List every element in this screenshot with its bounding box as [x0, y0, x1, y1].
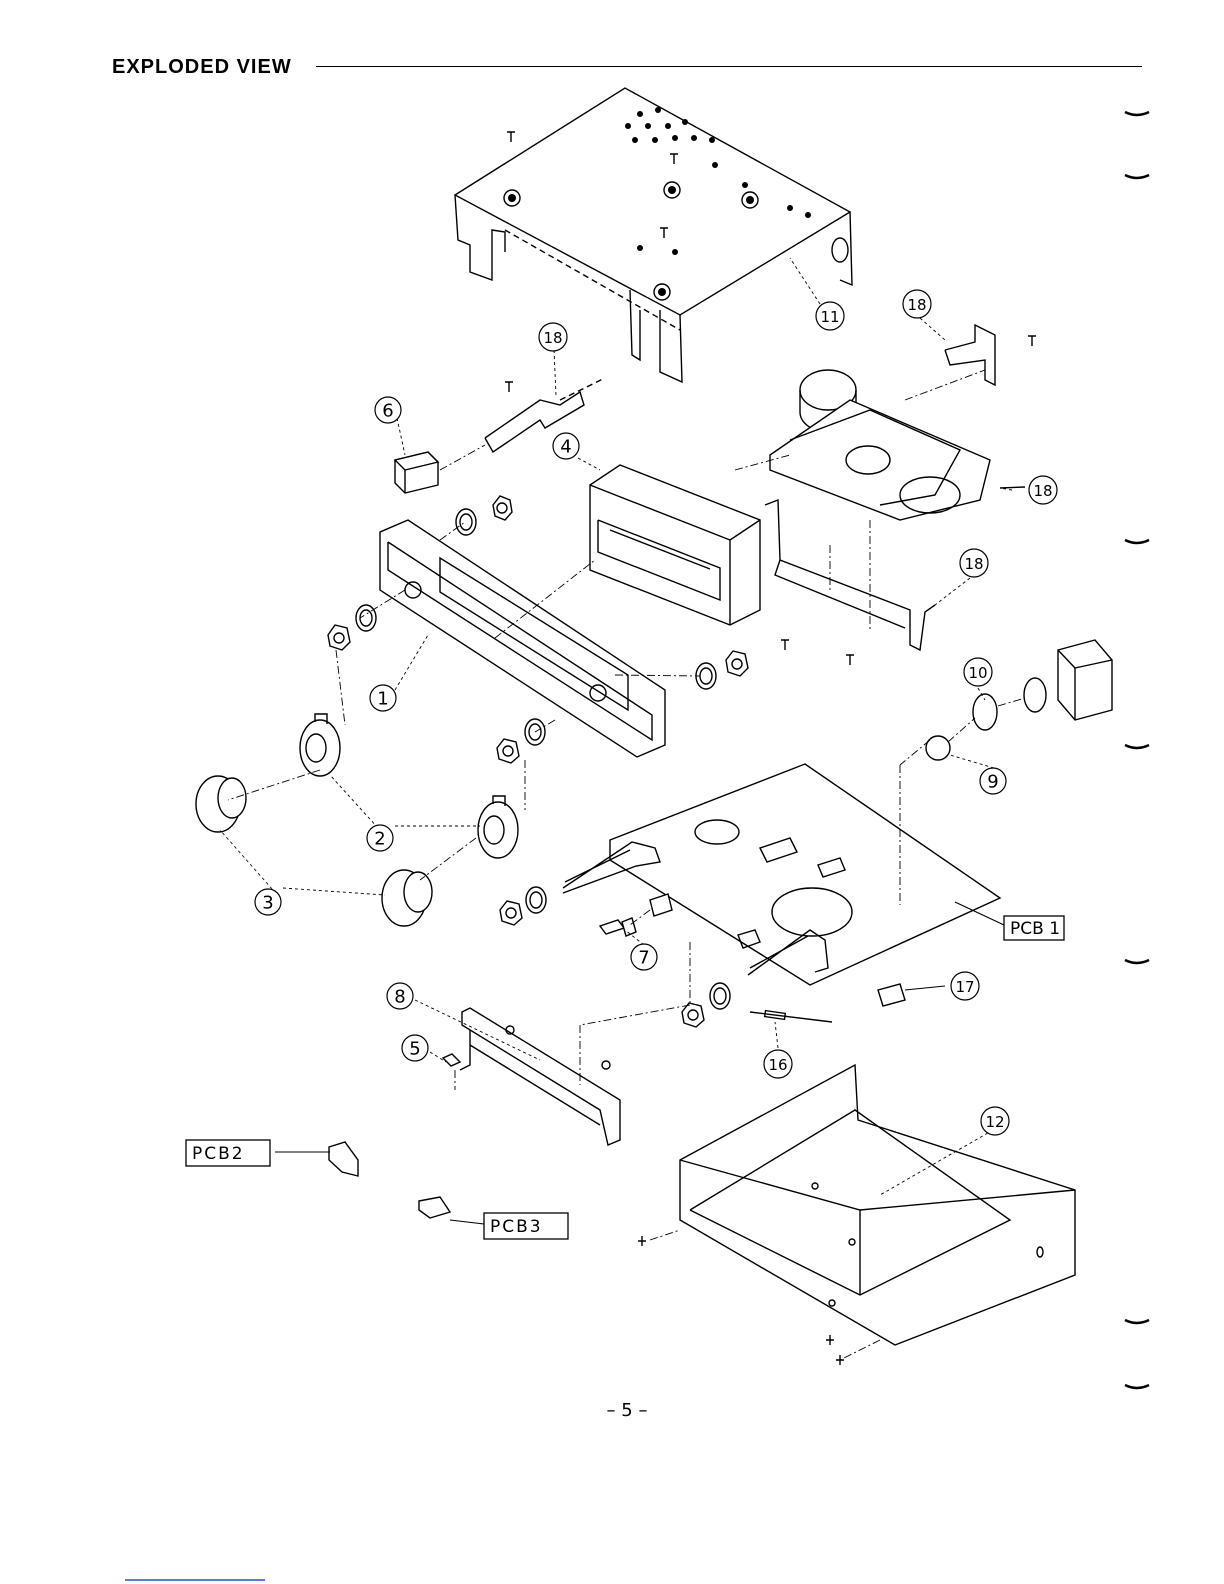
callout-5: 5 — [409, 1039, 420, 1060]
callout-8: 8 — [394, 987, 405, 1008]
callout-18-top: 18 — [543, 329, 562, 347]
callout-6: 6 — [382, 401, 393, 422]
callout-18-right-bracket: 18 — [907, 296, 926, 314]
pcb-1-label: PCB 1 — [1010, 919, 1060, 939]
cassette-mechanism — [765, 370, 1025, 650]
bracket-18-left — [485, 378, 605, 452]
callout-12: 12 — [985, 1113, 1004, 1131]
callout-11: 11 — [820, 308, 839, 326]
mechanism-screws — [781, 640, 854, 665]
pcb-1-board — [563, 764, 1000, 985]
callout-16: 16 — [768, 1056, 787, 1074]
callout-7: 7 — [638, 948, 649, 969]
callout-18-lower: 18 — [964, 555, 983, 573]
bracket-18-right — [945, 325, 1036, 385]
bracket-8-clip-5 — [443, 1008, 620, 1145]
callout-3: 3 — [262, 893, 273, 914]
bottom-tray-12 — [638, 1065, 1075, 1365]
page-number: – 5 – — [592, 1400, 662, 1421]
callout-9: 9 — [987, 772, 998, 793]
callout-17: 17 — [955, 978, 974, 996]
callout-10: 10 — [968, 664, 987, 682]
callout-4: 4 — [560, 437, 571, 458]
pcb-3-label: PCB3 — [490, 1217, 543, 1237]
pcb-2-label: PCB2 — [192, 1144, 245, 1164]
callout-2: 2 — [374, 829, 385, 850]
knobs-3 — [196, 776, 432, 926]
edge-marks — [1125, 112, 1149, 1388]
callout-1: 1 — [377, 689, 388, 710]
display-window-4 — [590, 465, 760, 625]
callout-18-mechanism: 18 — [1033, 482, 1052, 500]
pcb-2-3-boards — [329, 1142, 450, 1218]
knob-holders-2 — [300, 714, 518, 858]
top-chassis-cover — [455, 88, 852, 382]
part-6-block — [395, 452, 438, 493]
